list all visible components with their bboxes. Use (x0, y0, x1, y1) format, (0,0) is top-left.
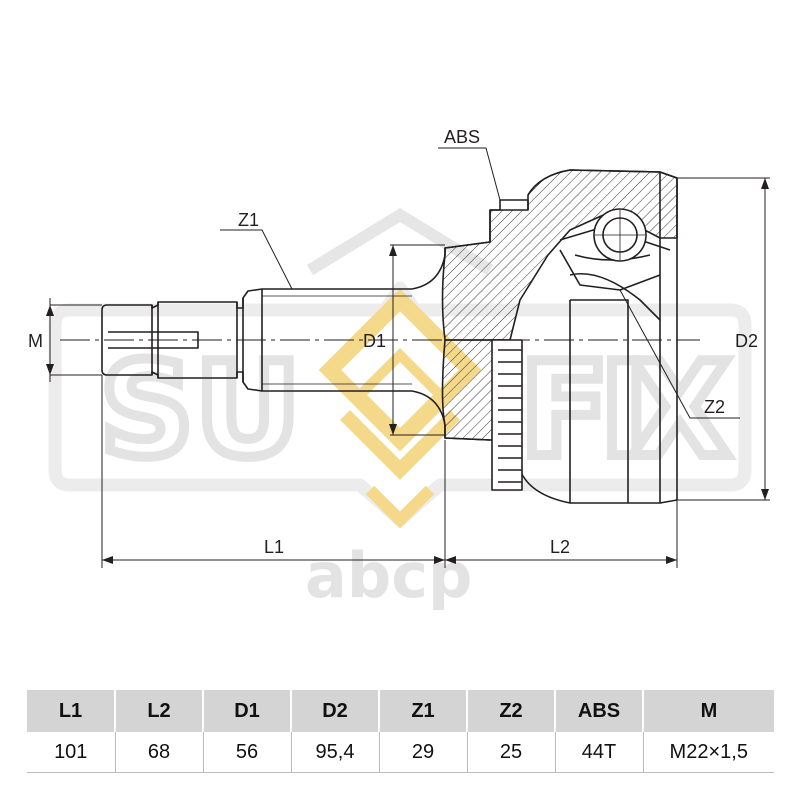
label-z1: Z1 (238, 210, 259, 230)
watermark-letter: U (195, 334, 301, 486)
value-z1: 29 (378, 732, 467, 773)
watermark-letter: S (100, 334, 194, 486)
specs-table: L1 L2 D1 D2 Z1 Z2 ABS M 101 68 56 95,4 2… (27, 690, 774, 773)
watermark: S U F I X abcp (48, 207, 752, 612)
header-abs: ABS (554, 690, 643, 732)
dimension-arrows (46, 178, 769, 564)
header-l2: L2 (114, 690, 203, 732)
header-d2: D2 (290, 690, 379, 732)
specs-header-row: L1 L2 D1 D2 Z1 Z2 ABS M (27, 690, 774, 732)
label-l1: L1 (264, 537, 284, 557)
label-d2: D2 (735, 331, 758, 351)
header-l1: L1 (27, 690, 115, 732)
value-abs: 44T (554, 732, 643, 773)
abs-ring (491, 339, 523, 491)
label-m: M (28, 331, 43, 351)
watermark-logo-text: abcp (305, 539, 472, 612)
watermark-letter: X (630, 334, 730, 486)
value-m: M22×1,5 (642, 732, 774, 773)
value-z2: 25 (466, 732, 555, 773)
value-l2: 68 (114, 732, 203, 773)
watermark-brand (48, 281, 752, 527)
dimensions (49, 147, 770, 568)
label-abs: ABS (444, 127, 480, 147)
label-l2: L2 (550, 537, 570, 557)
specs-value-row: 101 68 56 95,4 29 25 44T M22×1,5 (27, 732, 774, 773)
value-d1: 56 (202, 732, 291, 773)
cv-joint-outline (101, 169, 678, 504)
label-z2: Z2 (704, 397, 725, 417)
header-z1: Z1 (378, 690, 467, 732)
watermark-letter: I (600, 334, 648, 486)
header-z2: Z2 (466, 690, 555, 732)
value-d2: 95,4 (290, 732, 379, 773)
value-l1: 101 (27, 732, 115, 773)
label-d1: D1 (363, 331, 386, 351)
watermark-letter: F (520, 334, 609, 486)
header-m: M (642, 690, 774, 732)
header-d1: D1 (202, 690, 291, 732)
